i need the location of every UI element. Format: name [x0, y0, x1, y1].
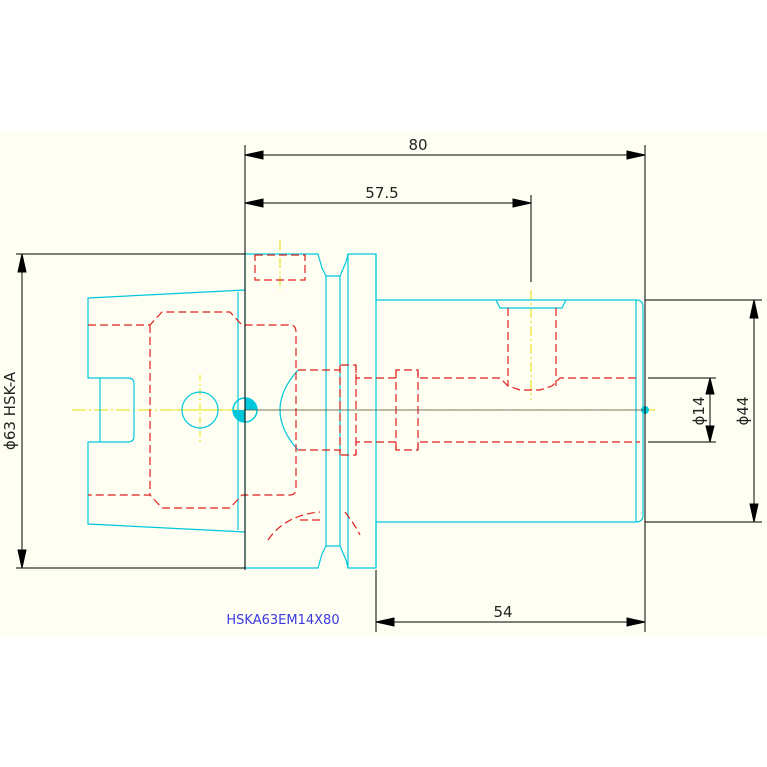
- dim-hole-position: 57.5: [365, 184, 398, 202]
- dim-body-diameter: ϕ44: [734, 397, 752, 426]
- center-lines: [72, 240, 655, 445]
- part-number-label: HSKA63EM14X80: [226, 613, 339, 628]
- dimension-lines: [16, 145, 762, 632]
- dim-shank-length: 54: [493, 603, 512, 621]
- dim-bore-diameter: ϕ14: [690, 397, 708, 426]
- dim-overall-length: 80: [408, 136, 427, 154]
- dim-flange-diameter: ϕ63 HSK-A: [1, 371, 19, 450]
- hidden-lines: [88, 254, 640, 541]
- part-outline: [87, 253, 644, 569]
- drawing-area: [0, 132, 767, 637]
